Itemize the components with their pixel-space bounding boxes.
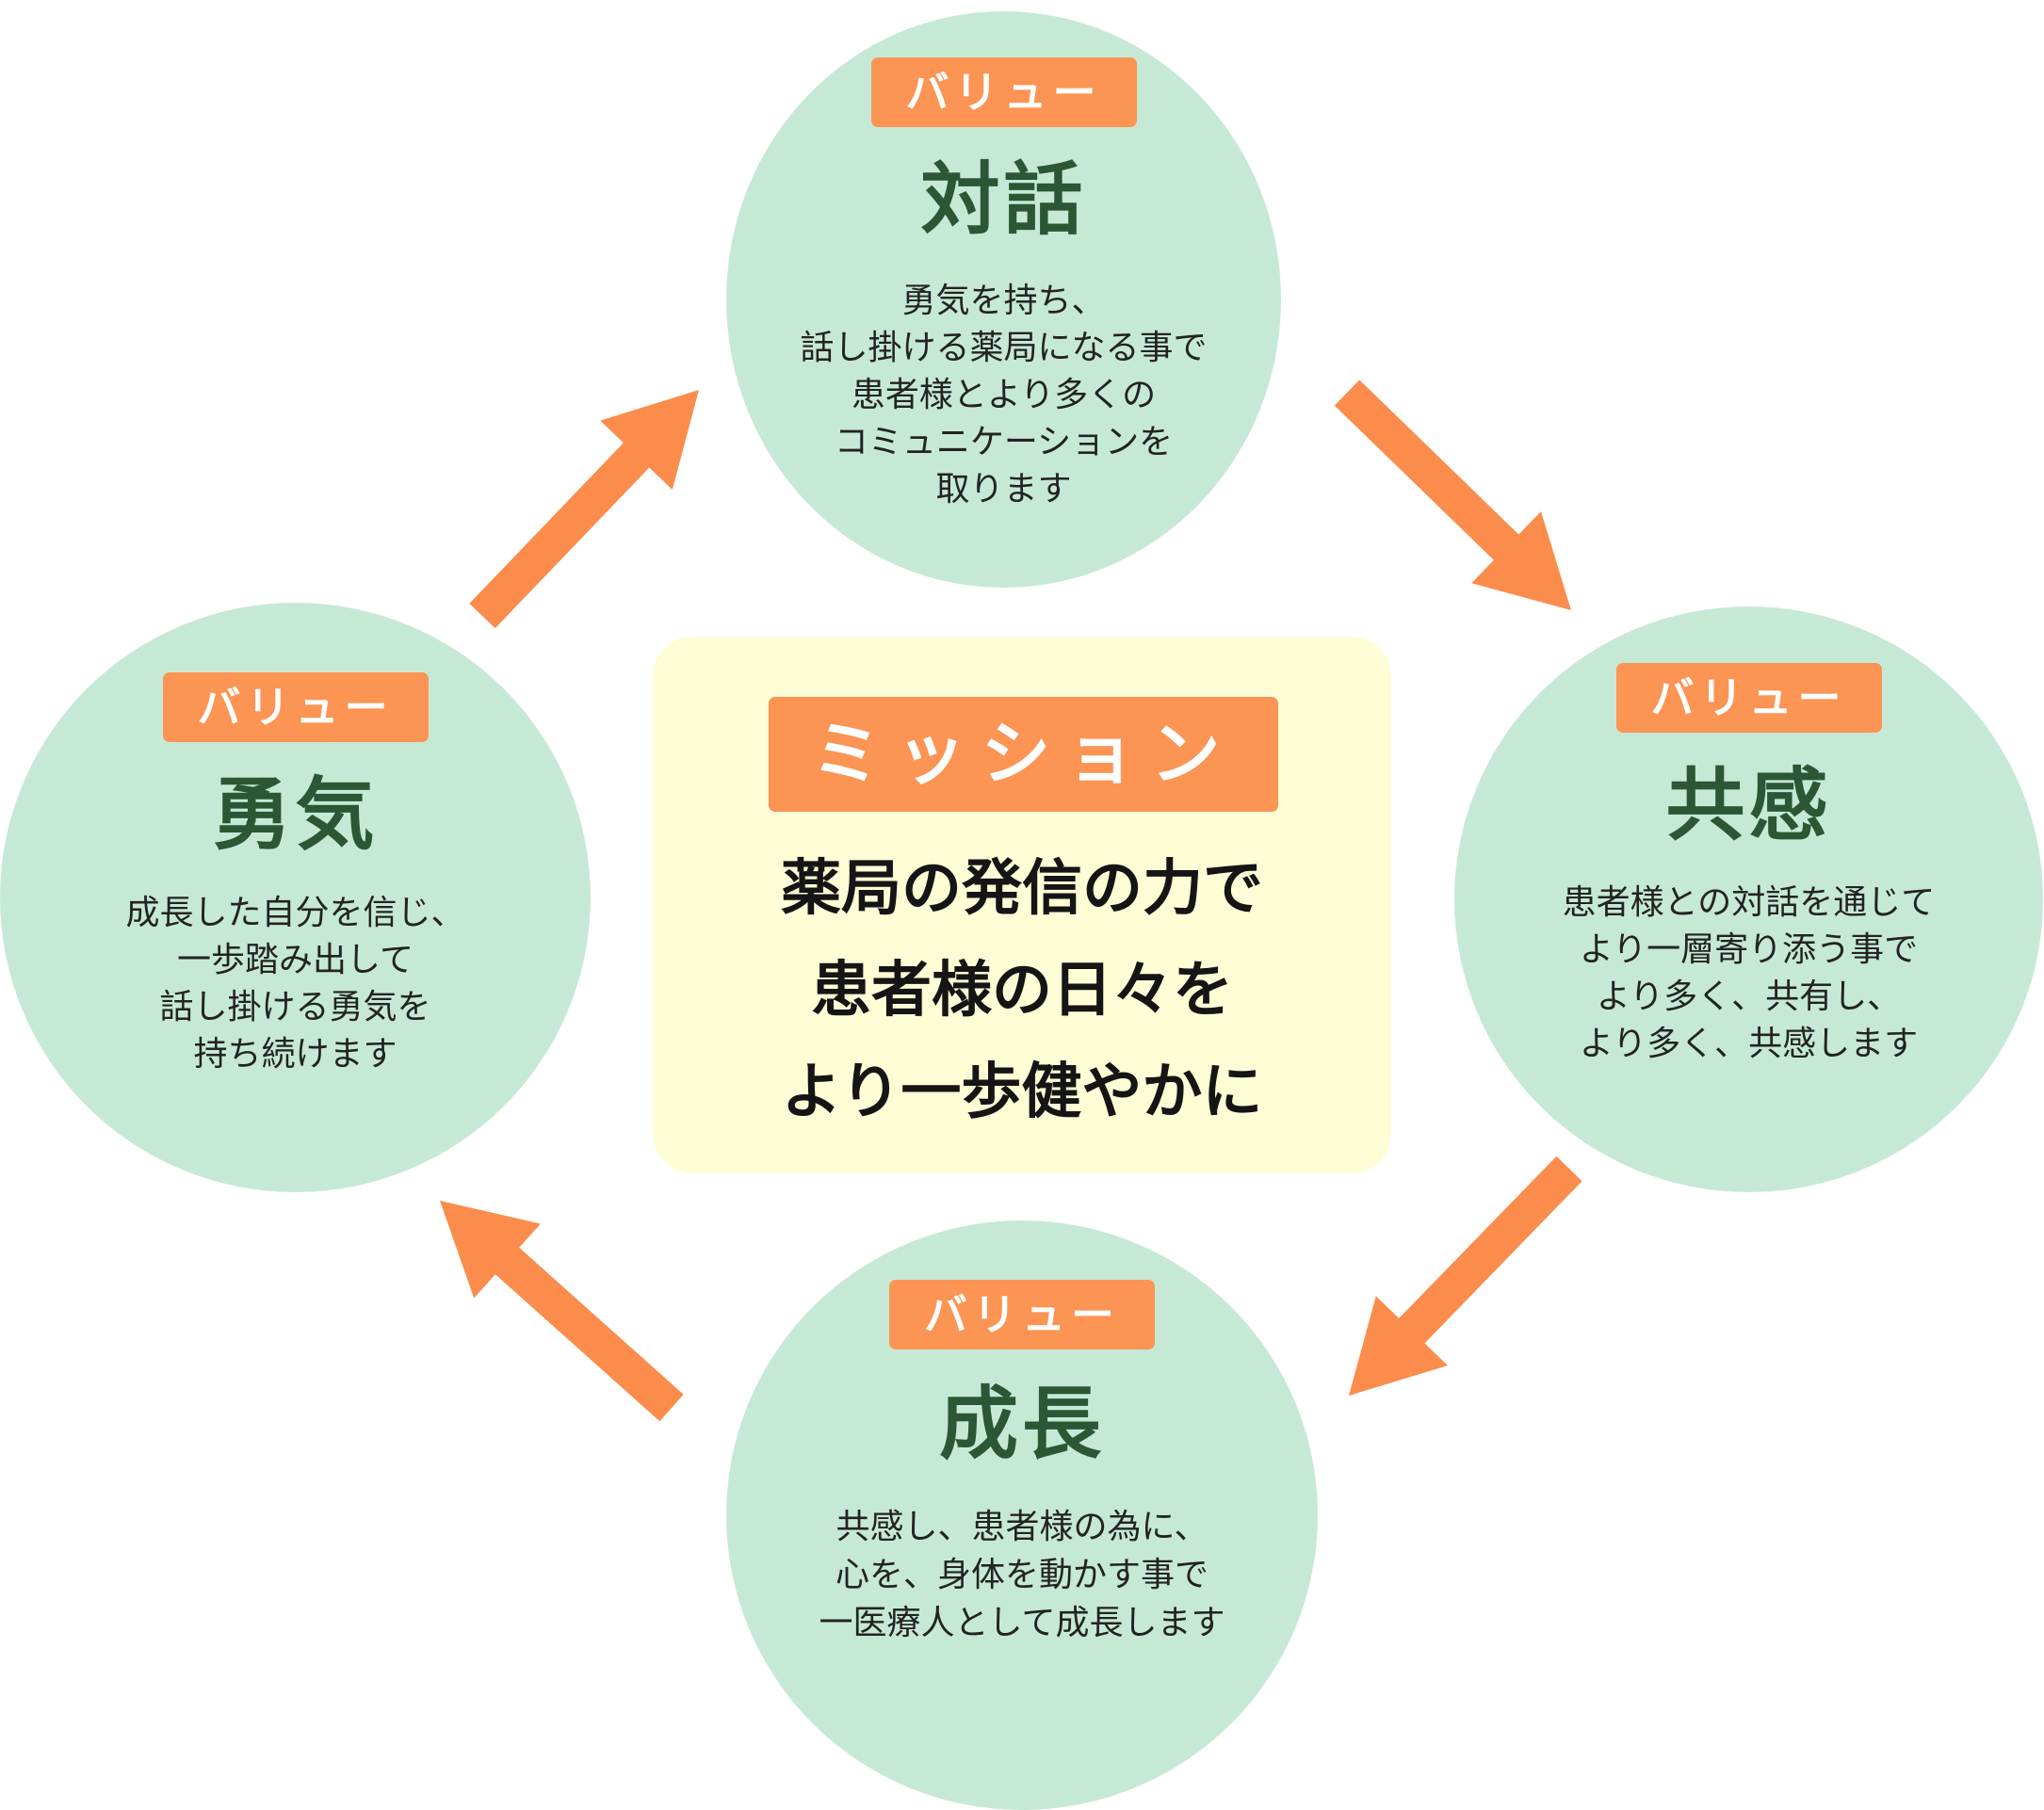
value-description: 患者様との対話を通じて より一層寄り添う事で より多く、共有し、 より多く、共感… [1483,880,2015,1068]
cycle-arrow-right-to-bottom [1349,1155,1582,1396]
mission-badge: ミッション [769,697,1278,812]
value-title: 対話 [920,154,1087,246]
value-title: 成長 [938,1378,1105,1470]
description-line: 心を、身体を動かす事で [835,1556,1209,1594]
value-circle-dialogue: バリュー 対話 勇気を持ち、 話し掛ける薬局になる事で 患者様とより多くの コミ… [726,11,1281,588]
description-line: より一層寄り添う事で [1579,930,1919,969]
value-badge: バリュー [889,1280,1155,1349]
description-line: 持ち続けます [193,1035,397,1074]
value-description: 勇気を持ち、 話し掛ける薬局になる事で 患者様とより多くの コミュニケーションを… [754,278,1253,513]
description-line: 話し掛ける勇気を [159,988,431,1026]
mission-line: 薬局の発信の力で [781,854,1263,924]
description-line: 取ります [935,470,1072,509]
description-line: 一歩踏み出して [177,941,414,979]
description-line: 一医療人として成長します [819,1604,1225,1642]
cycle-arrow-top-to-right [1334,380,1571,610]
description-line: より多く、共有し、 [1596,978,1902,1016]
mission-line: より一歩健やかに [781,1058,1263,1127]
value-description: 共感し、患者様の為に、 心を、身体を動かす事で 一医療人として成長します [754,1503,1290,1647]
value-badge: バリュー [1615,663,1882,733]
description-line: コミュニケーションを [834,423,1174,461]
description-line: より多く、共感します [1579,1025,1919,1063]
value-circle-growth: バリュー 成長 共感し、患者様の為に、 心を、身体を動かす事で 一医療人として成… [726,1220,1318,1810]
mission-box: ミッション 薬局の発信の力で 患者様の日々を より一歩健やかに [653,637,1391,1173]
description-line: 共感し、患者様の為に、 [835,1508,1209,1546]
value-title: 勇気 [212,768,379,861]
description-line: 患者様とより多くの [851,376,1157,414]
value-title: 共感 [1665,759,1832,851]
value-circle-empathy: バリュー 共感 患者様との対話を通じて より一層寄り添う事で より多く、共有し、… [1454,606,2043,1192]
value-description: 成長した自分を信じ、 一歩踏み出して 話し掛ける勇気を 持ち続けます [28,890,562,1078]
value-circle-courage: バリュー 勇気 成長した自分を信じ、 一歩踏み出して 話し掛ける勇気を 持ち続け… [0,603,591,1192]
mission-line: 患者様の日々を [811,956,1233,1026]
description-line: 成長した自分を信じ、 [125,894,465,932]
description-line: 勇気を持ち、 [901,282,1106,320]
cycle-arrow-left-to-top [469,390,699,629]
value-badge: バリュー [870,57,1137,127]
mission-statement: 薬局の発信の力で 患者様の日々を より一歩健やかに [653,838,1391,1143]
description-line: 話し掛ける薬局になる事で [800,329,1208,367]
description-line: 患者様との対話を通じて [1562,883,1936,922]
cycle-arrow-bottom-to-left [440,1201,684,1422]
value-badge: バリュー [162,672,429,742]
